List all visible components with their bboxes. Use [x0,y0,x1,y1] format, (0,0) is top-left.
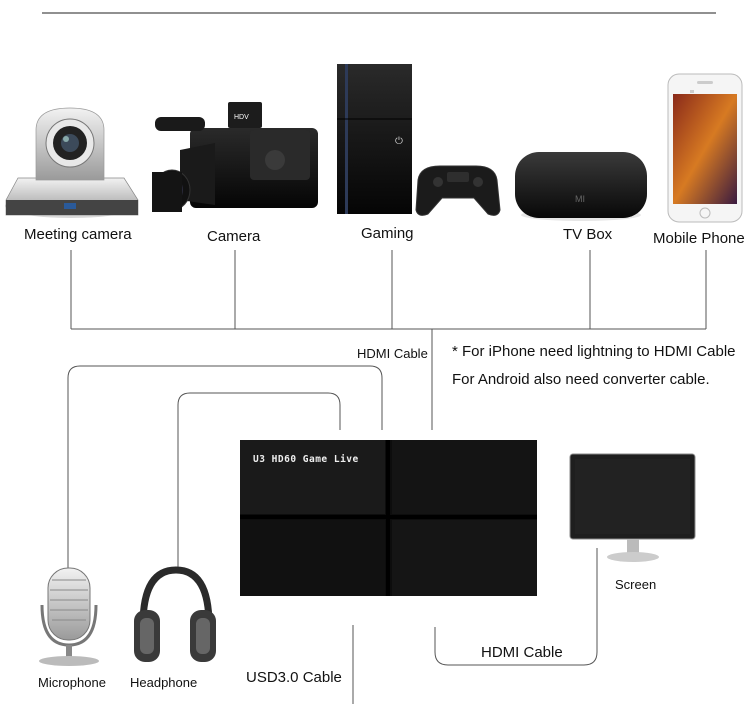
microphone-icon [39,567,99,666]
ptz-camera-icon [5,107,139,218]
label-mobile-phone: Mobile Phone [653,230,745,247]
label-camera: Camera [207,228,261,245]
camcorder-brand: HDV [234,114,249,121]
smartphone-icon [667,73,743,223]
label-hdmi-in-cable: HDMI Cable [357,346,428,361]
note-android: For Android also need converter cable. [452,371,710,388]
headphone-icon [134,566,216,662]
label-gaming: Gaming [361,225,414,242]
label-meeting-camera: Meeting camera [24,226,132,243]
label-hdmi-out-cable: HDMI Cable [481,644,563,661]
capture-device-icon: U3 HD60 Game Live [240,440,537,596]
audio-cables [67,365,383,572]
label-headphone: Headphone [130,675,198,690]
svg-text:⏻: ⏻ [395,136,403,147]
label-screen: Screen [615,577,657,592]
monitor-icon [569,453,696,562]
camcorder-icon: HDV [152,102,318,212]
source-bus-lines [70,250,707,430]
tv-box-icon: MI [515,152,647,221]
label-usb-cable: USD3.0 Cable [246,669,342,686]
note-iphone: * For iPhone need lightning to HDMI Cabl… [452,343,736,360]
output-cables [352,548,598,704]
tv-box-brand: MI [575,194,585,204]
device-label: U3 HD60 Game Live [253,454,359,465]
label-tv-box: TV Box [563,226,613,243]
label-microphone: Microphone [38,675,106,690]
game-console-icon: ⏻ [337,64,501,216]
